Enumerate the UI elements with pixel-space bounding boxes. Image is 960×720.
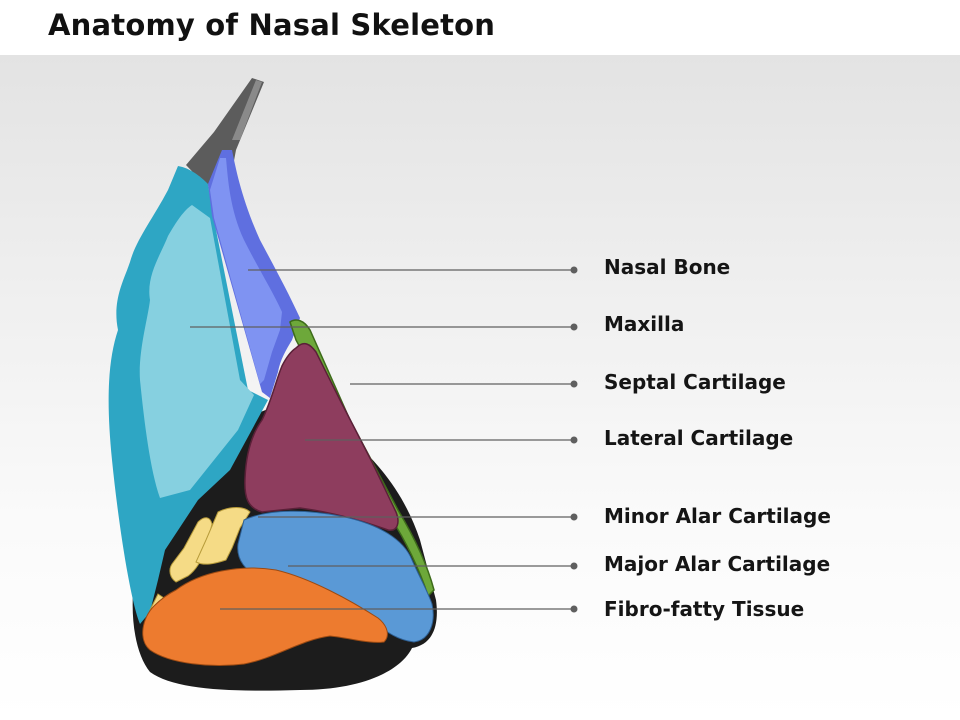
bone-stub-highlight: [232, 80, 262, 140]
minor-alar-cartilage-shape-2: [195, 507, 251, 565]
bone-stub: [186, 78, 264, 186]
leader-dots: [570, 266, 578, 613]
lateral-cartilage-shape: [244, 342, 399, 531]
label-fibro-fatty-tissue: Fibro-fatty Tissue: [604, 597, 805, 621]
leader-dot-fibro-fatty-tissue: [570, 605, 578, 613]
leader-dot-septal-cartilage: [570, 380, 578, 388]
leader-dot-lateral-cartilage: [570, 436, 578, 444]
leader-dot-maxilla: [570, 323, 578, 331]
label-septal-cartilage: Septal Cartilage: [604, 370, 786, 394]
label-major-alar-cartilage: Major Alar Cartilage: [604, 552, 831, 576]
page-title: Anatomy of Nasal Skeleton: [48, 8, 496, 42]
leader-dot-nasal-bone: [570, 266, 578, 274]
label-maxilla: Maxilla: [604, 312, 685, 336]
header-bar: Anatomy of Nasal Skeleton: [0, 0, 960, 55]
label-lateral-cartilage: Lateral Cartilage: [604, 426, 794, 450]
label-nasal-bone: Nasal Bone: [604, 255, 731, 279]
leader-dot-minor-alar-cartilage: [570, 513, 578, 521]
fibro-fatty-tissue-shape: [142, 567, 388, 666]
label-minor-alar-cartilage: Minor Alar Cartilage: [604, 504, 831, 528]
leader-dot-major-alar-cartilage: [570, 562, 578, 570]
minor-alar-cartilage-shape: [169, 517, 213, 583]
leader-lines: [190, 269, 572, 610]
maxilla-inner-shape: [139, 205, 254, 498]
